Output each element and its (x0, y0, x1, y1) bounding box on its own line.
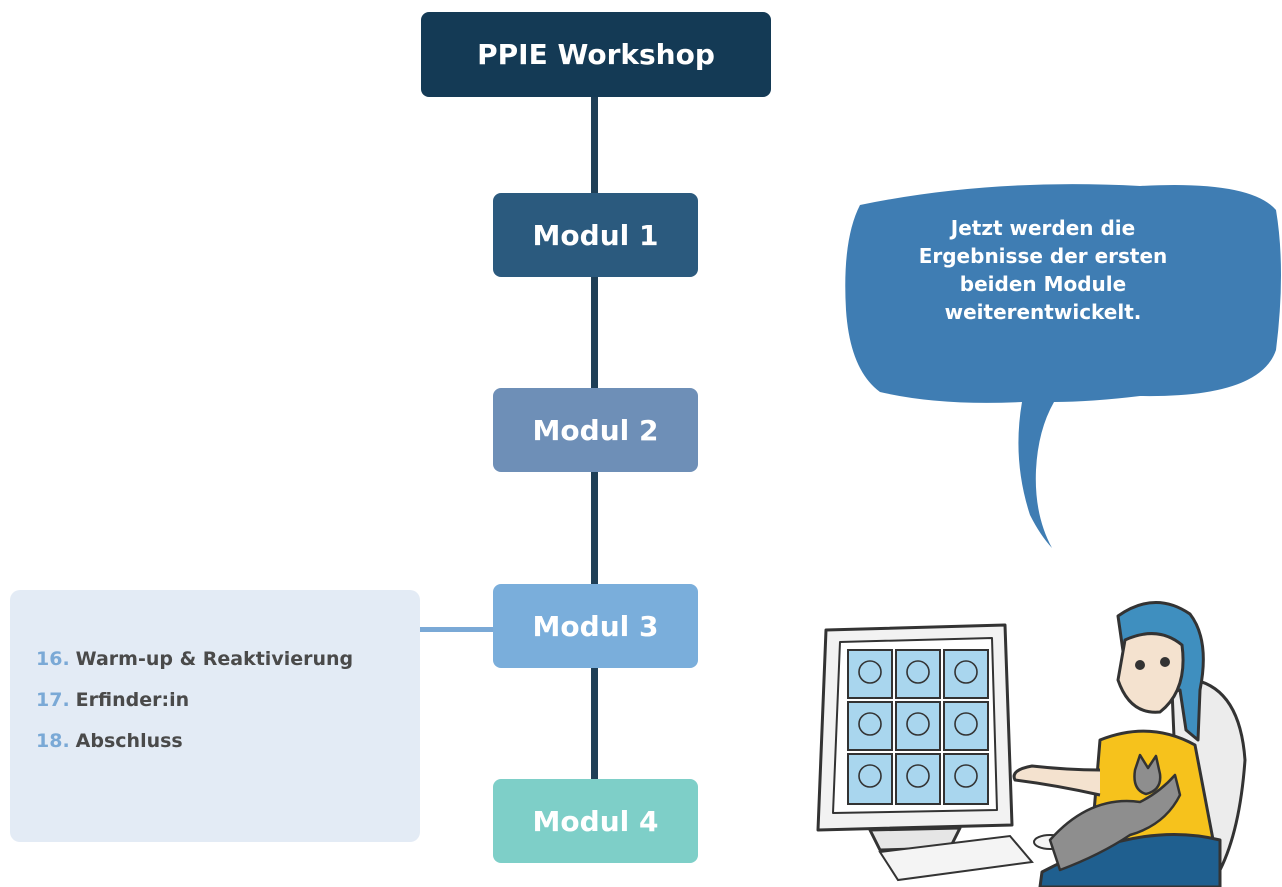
speech-line: Ergebnisse der ersten (918, 244, 1168, 268)
module-node-4: Modul 4 (493, 779, 698, 863)
root-node-ppie-workshop: PPIE Workshop (421, 12, 771, 97)
detail-item-label: Abschluss (75, 730, 183, 752)
detail-item-number: 18. (36, 730, 70, 752)
detail-item: 18.Abschluss (36, 726, 420, 767)
detail-item-label: Erfinder:in (75, 689, 190, 711)
detail-item: 16.Warm-up & Reaktivierung (36, 644, 420, 685)
speech-bubble (845, 184, 1281, 548)
speech-bubble-shape (845, 184, 1281, 548)
call-participant-faces (858, 660, 978, 788)
detail-item-label: Warm-up & Reaktivierung (75, 648, 354, 670)
detail-item-number: 17. (36, 689, 70, 711)
module-detail-panel: 16.Warm-up & Reaktivierung 17.Erfinder:i… (10, 590, 420, 842)
detail-item-number: 16. (36, 648, 70, 670)
speech-line: Jetzt werden die (950, 216, 1136, 240)
speech-line: weiterentwickelt. (944, 300, 1142, 324)
speech-line: beiden Module (959, 272, 1127, 296)
modul-3-connector (418, 627, 498, 632)
speech-bubble-text: Jetzt werden die Ergebnisse der ersten b… (893, 214, 1193, 326)
module-node-2: Modul 2 (493, 388, 698, 472)
detail-item: 17.Erfinder:in (36, 685, 420, 726)
module-node-1: Modul 1 (493, 193, 698, 277)
video-call-grid (847, 649, 989, 805)
module-node-3: Modul 3 (493, 584, 698, 668)
woman-at-computer-illustration (816, 601, 1247, 887)
cat (1048, 753, 1182, 872)
